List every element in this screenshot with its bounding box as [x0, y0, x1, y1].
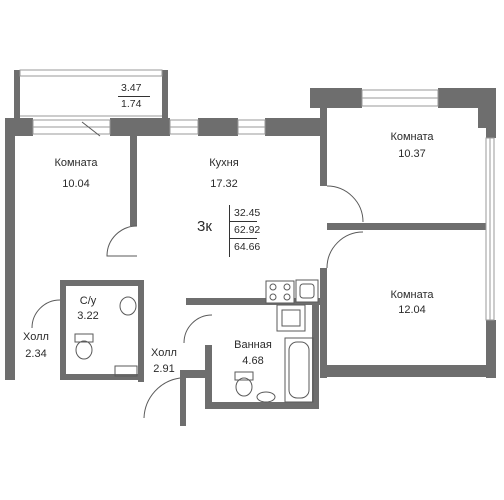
walls — [5, 70, 496, 426]
balcony-area-full: 3.47 — [121, 82, 142, 94]
total-area: 62.92 — [234, 224, 261, 236]
living-area: 32.45 — [234, 207, 261, 219]
apartment-info: 3к 32.45 62.92 64.66 — [193, 204, 260, 257]
apartment-type: 3к — [197, 218, 212, 235]
balcony-area-reduced: 1.74 — [121, 98, 142, 110]
windows — [19, 69, 495, 321]
doors — [31, 121, 364, 419]
total-area-with-balcony: 64.66 — [234, 241, 261, 253]
balcony-area: 3.47 1.74 — [116, 82, 150, 116]
fixtures — [74, 279, 319, 403]
